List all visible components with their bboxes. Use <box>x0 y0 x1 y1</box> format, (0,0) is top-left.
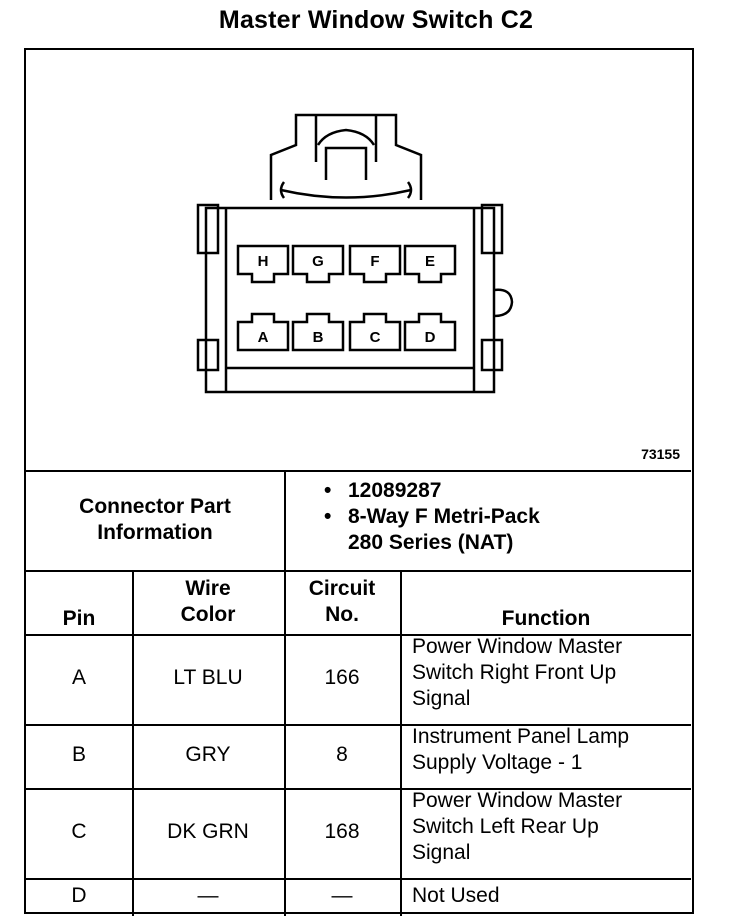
wire-color-cell: LT BLU <box>173 666 243 689</box>
pin-cell: B <box>71 743 86 766</box>
cavity-c <box>348 312 402 352</box>
cavity-d <box>403 312 457 352</box>
cavity-e <box>403 244 457 284</box>
cavity-label-c: C <box>370 329 381 346</box>
part-info-values: •12089287 •8-Way F Metri-Pack 280 Series… <box>324 478 540 556</box>
divider <box>26 570 691 572</box>
header-pin: Pin <box>62 607 96 630</box>
divider <box>26 634 691 636</box>
connector-series: 280 Series (NAT) <box>348 531 514 554</box>
divider <box>26 788 691 790</box>
divider <box>26 470 691 472</box>
cavity-label-e: E <box>425 253 435 270</box>
figure-id: 73155 <box>641 446 680 462</box>
connector-table-frame: H G F E A B C D 73155 Connector Part Inf… <box>24 48 694 916</box>
cavity-f <box>348 244 402 284</box>
cavity-g <box>291 244 345 284</box>
connector-diagram: H G F E A B C D <box>196 113 514 394</box>
divider <box>284 570 286 916</box>
cavity-label-a: A <box>258 329 269 346</box>
cavity-label-d: D <box>425 329 436 346</box>
divider <box>132 570 134 916</box>
wire-color-cell: DK GRN <box>167 820 249 843</box>
cavity-label-g: G <box>312 253 324 270</box>
function-cell: Not Used <box>412 884 500 907</box>
pin-cell: A <box>71 666 86 689</box>
circuit-cell: 168 <box>324 820 360 843</box>
pin-cell: C <box>71 820 87 843</box>
cavity-label-b: B <box>313 329 324 346</box>
cavity-h <box>236 244 290 284</box>
cavity-label-f: F <box>370 253 379 270</box>
divider <box>26 724 691 726</box>
connector-type: •8-Way F Metri-Pack <box>324 505 540 528</box>
pin-cell: D <box>71 884 87 907</box>
top-cavity-row <box>236 244 457 284</box>
cavity-label-h: H <box>258 253 269 270</box>
circuit-cell: 166 <box>324 666 360 689</box>
bottom-cavity-row <box>236 312 457 352</box>
cavity-a <box>236 312 290 352</box>
circuit-cell: 8 <box>336 743 348 766</box>
divider <box>26 878 691 880</box>
circuit-cell: — <box>331 884 353 907</box>
divider <box>284 470 286 570</box>
part-number: •12089287 <box>324 479 442 502</box>
page-title: Master Window Switch C2 <box>218 6 534 34</box>
wire-color-cell: GRY <box>185 743 231 766</box>
part-info-label: Connector Part Information <box>79 495 231 544</box>
cavity-b <box>291 312 345 352</box>
header-function: Function <box>501 607 591 630</box>
wire-color-cell: — <box>197 884 219 907</box>
divider <box>400 570 402 916</box>
